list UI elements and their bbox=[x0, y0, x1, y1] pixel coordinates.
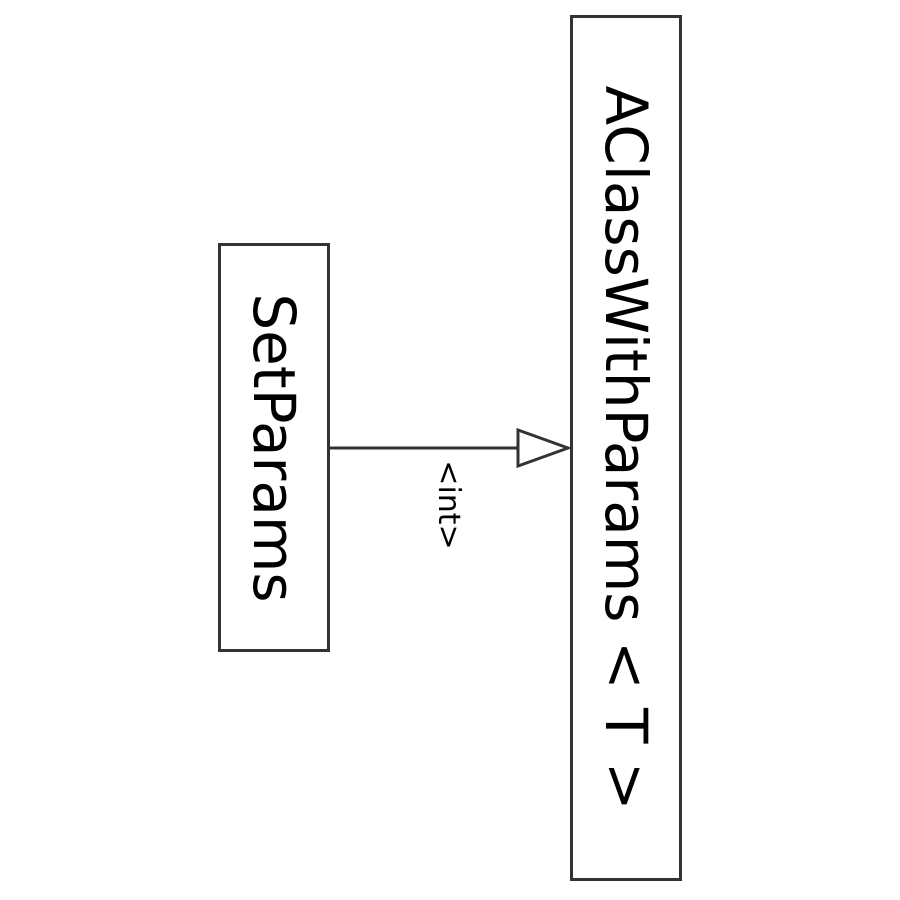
class-box-aclasswithparams[interactable]: AClassWithParams < T > bbox=[570, 15, 682, 881]
edge-label-template-arg: <int> bbox=[431, 460, 466, 550]
class-box-setparams[interactable]: SetParams bbox=[218, 243, 330, 652]
class-name-aclasswithparams: AClassWithParams < T > bbox=[592, 85, 660, 811]
class-name-setparams: SetParams bbox=[240, 292, 308, 603]
hollow-triangle-arrowhead bbox=[516, 427, 573, 469]
